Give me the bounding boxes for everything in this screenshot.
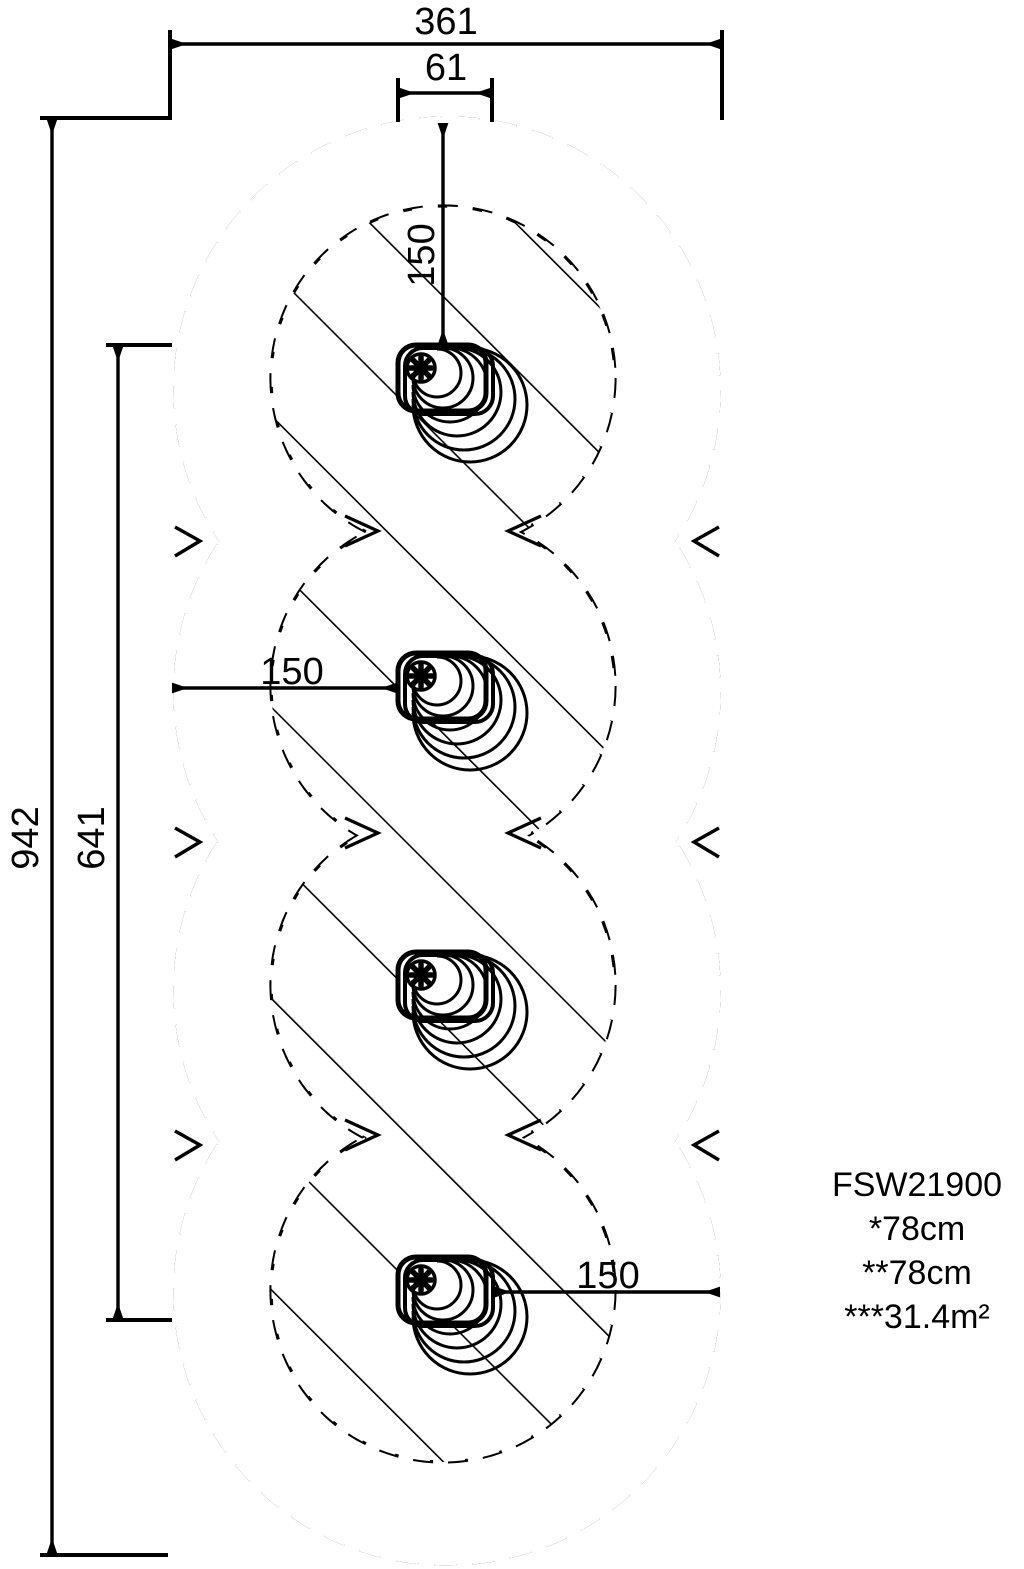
dimension-overall-height <box>40 116 168 1557</box>
sprinkler-spiral-icon <box>411 654 529 772</box>
sprinkler-deflector-icon <box>405 352 437 384</box>
sprinkler-spiral-icon <box>411 346 529 464</box>
product-spec-1-label: *78cm <box>869 1210 965 1248</box>
dimension-label-left-offset: 150 <box>260 651 323 693</box>
dimension-label-top-offset: 150 <box>401 223 443 286</box>
product-label-block: FSW21900 *78cm **78cm ***31.4m² <box>832 1166 1002 1336</box>
sprinkler-deflector-icon <box>405 959 437 991</box>
dimension-inner-height <box>106 343 172 1322</box>
sprinkler-head-4[interactable] <box>395 1254 529 1376</box>
dimension-label-inner-height: 641 <box>71 806 113 869</box>
dimension-label-spacing-width: 61 <box>425 47 467 89</box>
sprinkler-head-3[interactable] <box>395 949 529 1071</box>
dimension-label-right-offset: 150 <box>576 1255 639 1297</box>
sprinkler-deflector-icon <box>405 660 437 692</box>
dimension-overall-width <box>168 30 724 120</box>
product-model-label: FSW21900 <box>832 1166 1002 1204</box>
sprinkler-head-1[interactable] <box>395 342 529 464</box>
dimension-label-overall-width: 361 <box>414 1 477 43</box>
dimension-spacing-width <box>396 78 494 122</box>
sprinkler-head-2[interactable] <box>395 650 529 772</box>
sprinkler-spiral-icon <box>411 953 529 1071</box>
product-spec-2-label: **78cm <box>862 1254 972 1292</box>
sprinkler-spiral-icon <box>411 1258 529 1376</box>
dimension-label-overall-height: 942 <box>5 806 47 869</box>
sprinkler-deflector-icon <box>405 1264 437 1296</box>
product-spec-3-label: ***31.4m² <box>844 1298 990 1336</box>
